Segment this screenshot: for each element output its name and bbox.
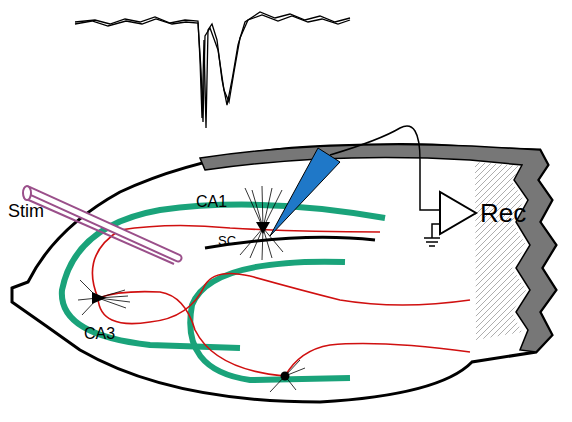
slice-outline (12, 144, 556, 402)
ca3-pyramidal-cell (92, 292, 106, 304)
amplifier-symbol (440, 192, 476, 234)
ground-symbol (424, 224, 440, 246)
dentate-gyrus-layer (190, 262, 350, 380)
field-potential-trace (75, 12, 350, 128)
neuron-dendrites (78, 186, 305, 392)
cortex-texture (475, 162, 526, 340)
ca1-pyramidal-cell (256, 222, 270, 234)
granule-cell (281, 372, 290, 381)
pathway-label: SC (218, 234, 236, 247)
region-label: CA3 (84, 326, 115, 342)
electrode-label: Stim (8, 202, 44, 220)
cortex-band (200, 145, 556, 353)
electrode-wire (330, 126, 440, 210)
stimulating-electrode (23, 186, 178, 264)
recording-electrode (270, 148, 340, 236)
region-label: CA1 (196, 194, 227, 210)
recording-label: Rec (480, 200, 526, 226)
